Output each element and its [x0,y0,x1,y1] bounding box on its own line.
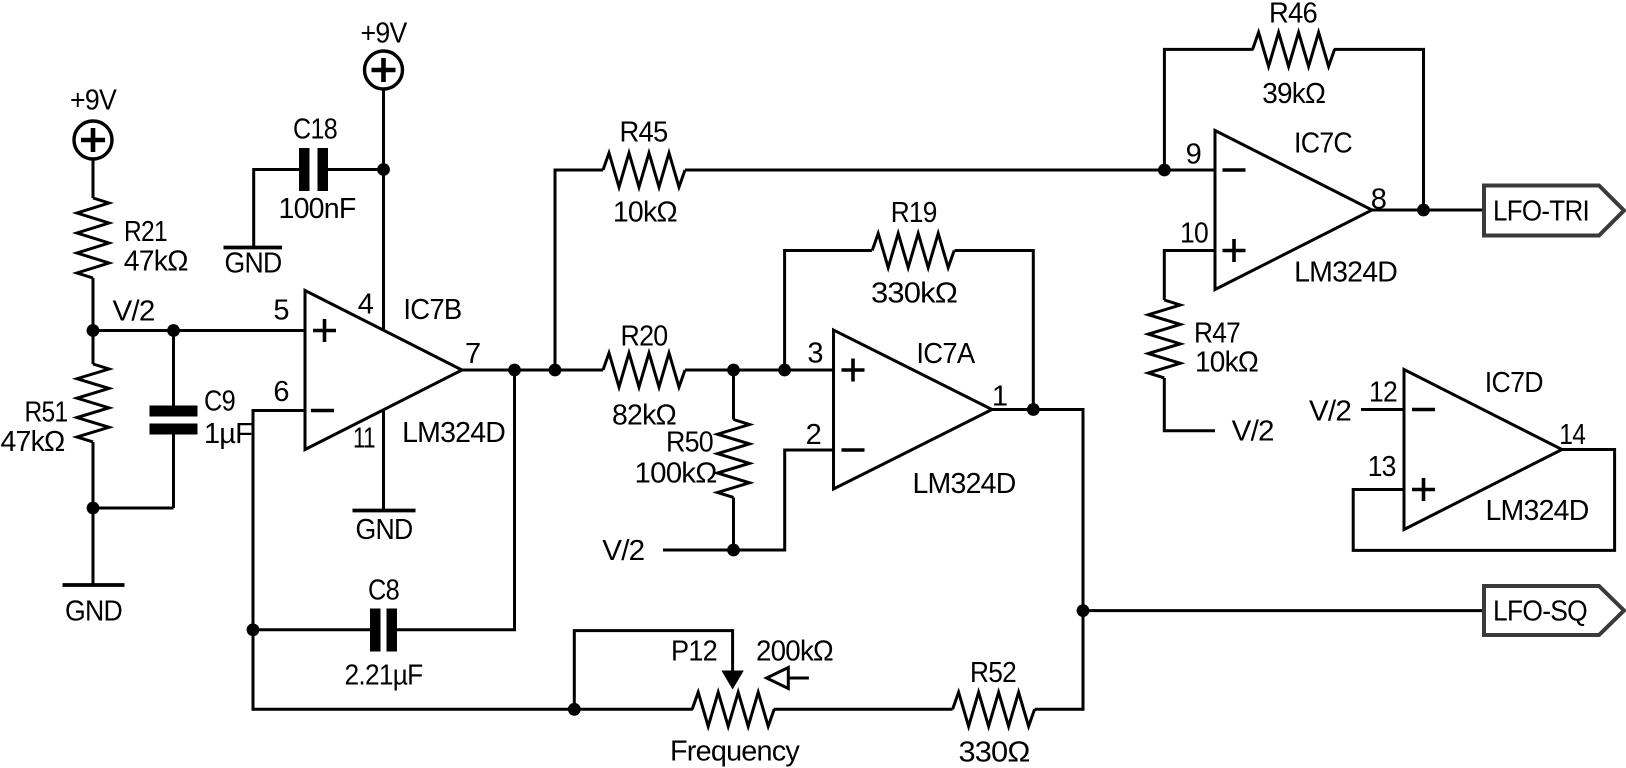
svg-text:7: 7 [465,338,480,370]
svg-text:R50: R50 [666,427,713,459]
svg-text:2: 2 [806,419,821,451]
svg-text:8: 8 [1371,184,1386,216]
svg-text:200kΩ: 200kΩ [756,636,833,668]
svg-text:4: 4 [358,289,374,321]
svg-text:R47: R47 [1194,318,1240,350]
svg-text:LM324D: LM324D [402,417,505,449]
svg-text:2.21µF: 2.21µF [345,660,423,692]
svg-text:330Ω: 330Ω [959,737,1030,768]
svg-text:R19: R19 [891,197,937,229]
svg-text:14: 14 [1559,419,1586,451]
svg-text:+9V: +9V [70,85,117,117]
svg-text:C9: C9 [204,386,235,418]
svg-text:10: 10 [1180,218,1208,250]
svg-text:3: 3 [807,338,822,370]
svg-text:LFO-SQ: LFO-SQ [1493,596,1587,628]
svg-text:V/2: V/2 [1232,416,1274,448]
svg-text:P12: P12 [671,636,717,668]
svg-text:11: 11 [353,423,375,455]
svg-text:82kΩ: 82kΩ [612,400,676,432]
svg-text:IC7C: IC7C [1294,128,1352,160]
svg-text:330kΩ: 330kΩ [871,278,957,310]
svg-text:IC7B: IC7B [403,294,461,326]
svg-text:V/2: V/2 [1309,396,1351,428]
svg-text:39kΩ: 39kΩ [1262,78,1325,110]
svg-text:R46: R46 [1269,0,1317,30]
svg-text:GND: GND [225,248,282,280]
svg-text:LM324D: LM324D [1294,257,1397,289]
svg-text:GND: GND [65,596,122,628]
svg-text:1µF: 1µF [204,418,252,450]
svg-text:12: 12 [1369,377,1397,409]
svg-text:IC7D: IC7D [1485,367,1543,399]
svg-text:IC7A: IC7A [916,338,975,370]
svg-text:R45: R45 [620,117,668,149]
svg-text:Frequency: Frequency [670,736,800,768]
svg-text:LM324D: LM324D [1486,495,1589,527]
svg-text:100kΩ: 100kΩ [635,458,717,490]
svg-text:LFO-TRI: LFO-TRI [1493,196,1589,228]
svg-text:1: 1 [992,381,1007,413]
svg-text:R21: R21 [124,216,167,248]
svg-text:100nF: 100nF [279,193,356,225]
svg-text:R20: R20 [621,321,668,353]
svg-text:9: 9 [1186,139,1201,171]
svg-text:C8: C8 [368,575,399,607]
svg-text:+9V: +9V [361,18,408,50]
svg-text:V/2: V/2 [602,535,644,567]
svg-text:R51: R51 [25,397,68,429]
svg-text:GND: GND [356,514,413,546]
svg-text:47kΩ: 47kΩ [1,426,65,458]
svg-text:10kΩ: 10kΩ [1195,347,1258,379]
svg-text:5: 5 [273,295,288,327]
svg-text:LM324D: LM324D [913,468,1016,500]
svg-text:R52: R52 [970,657,1016,689]
svg-text:10kΩ: 10kΩ [613,197,677,229]
svg-text:47kΩ: 47kΩ [124,246,188,278]
svg-text:13: 13 [1368,451,1396,483]
svg-text:C18: C18 [293,114,337,146]
svg-text:6: 6 [273,376,288,408]
svg-text:V/2: V/2 [113,296,155,328]
